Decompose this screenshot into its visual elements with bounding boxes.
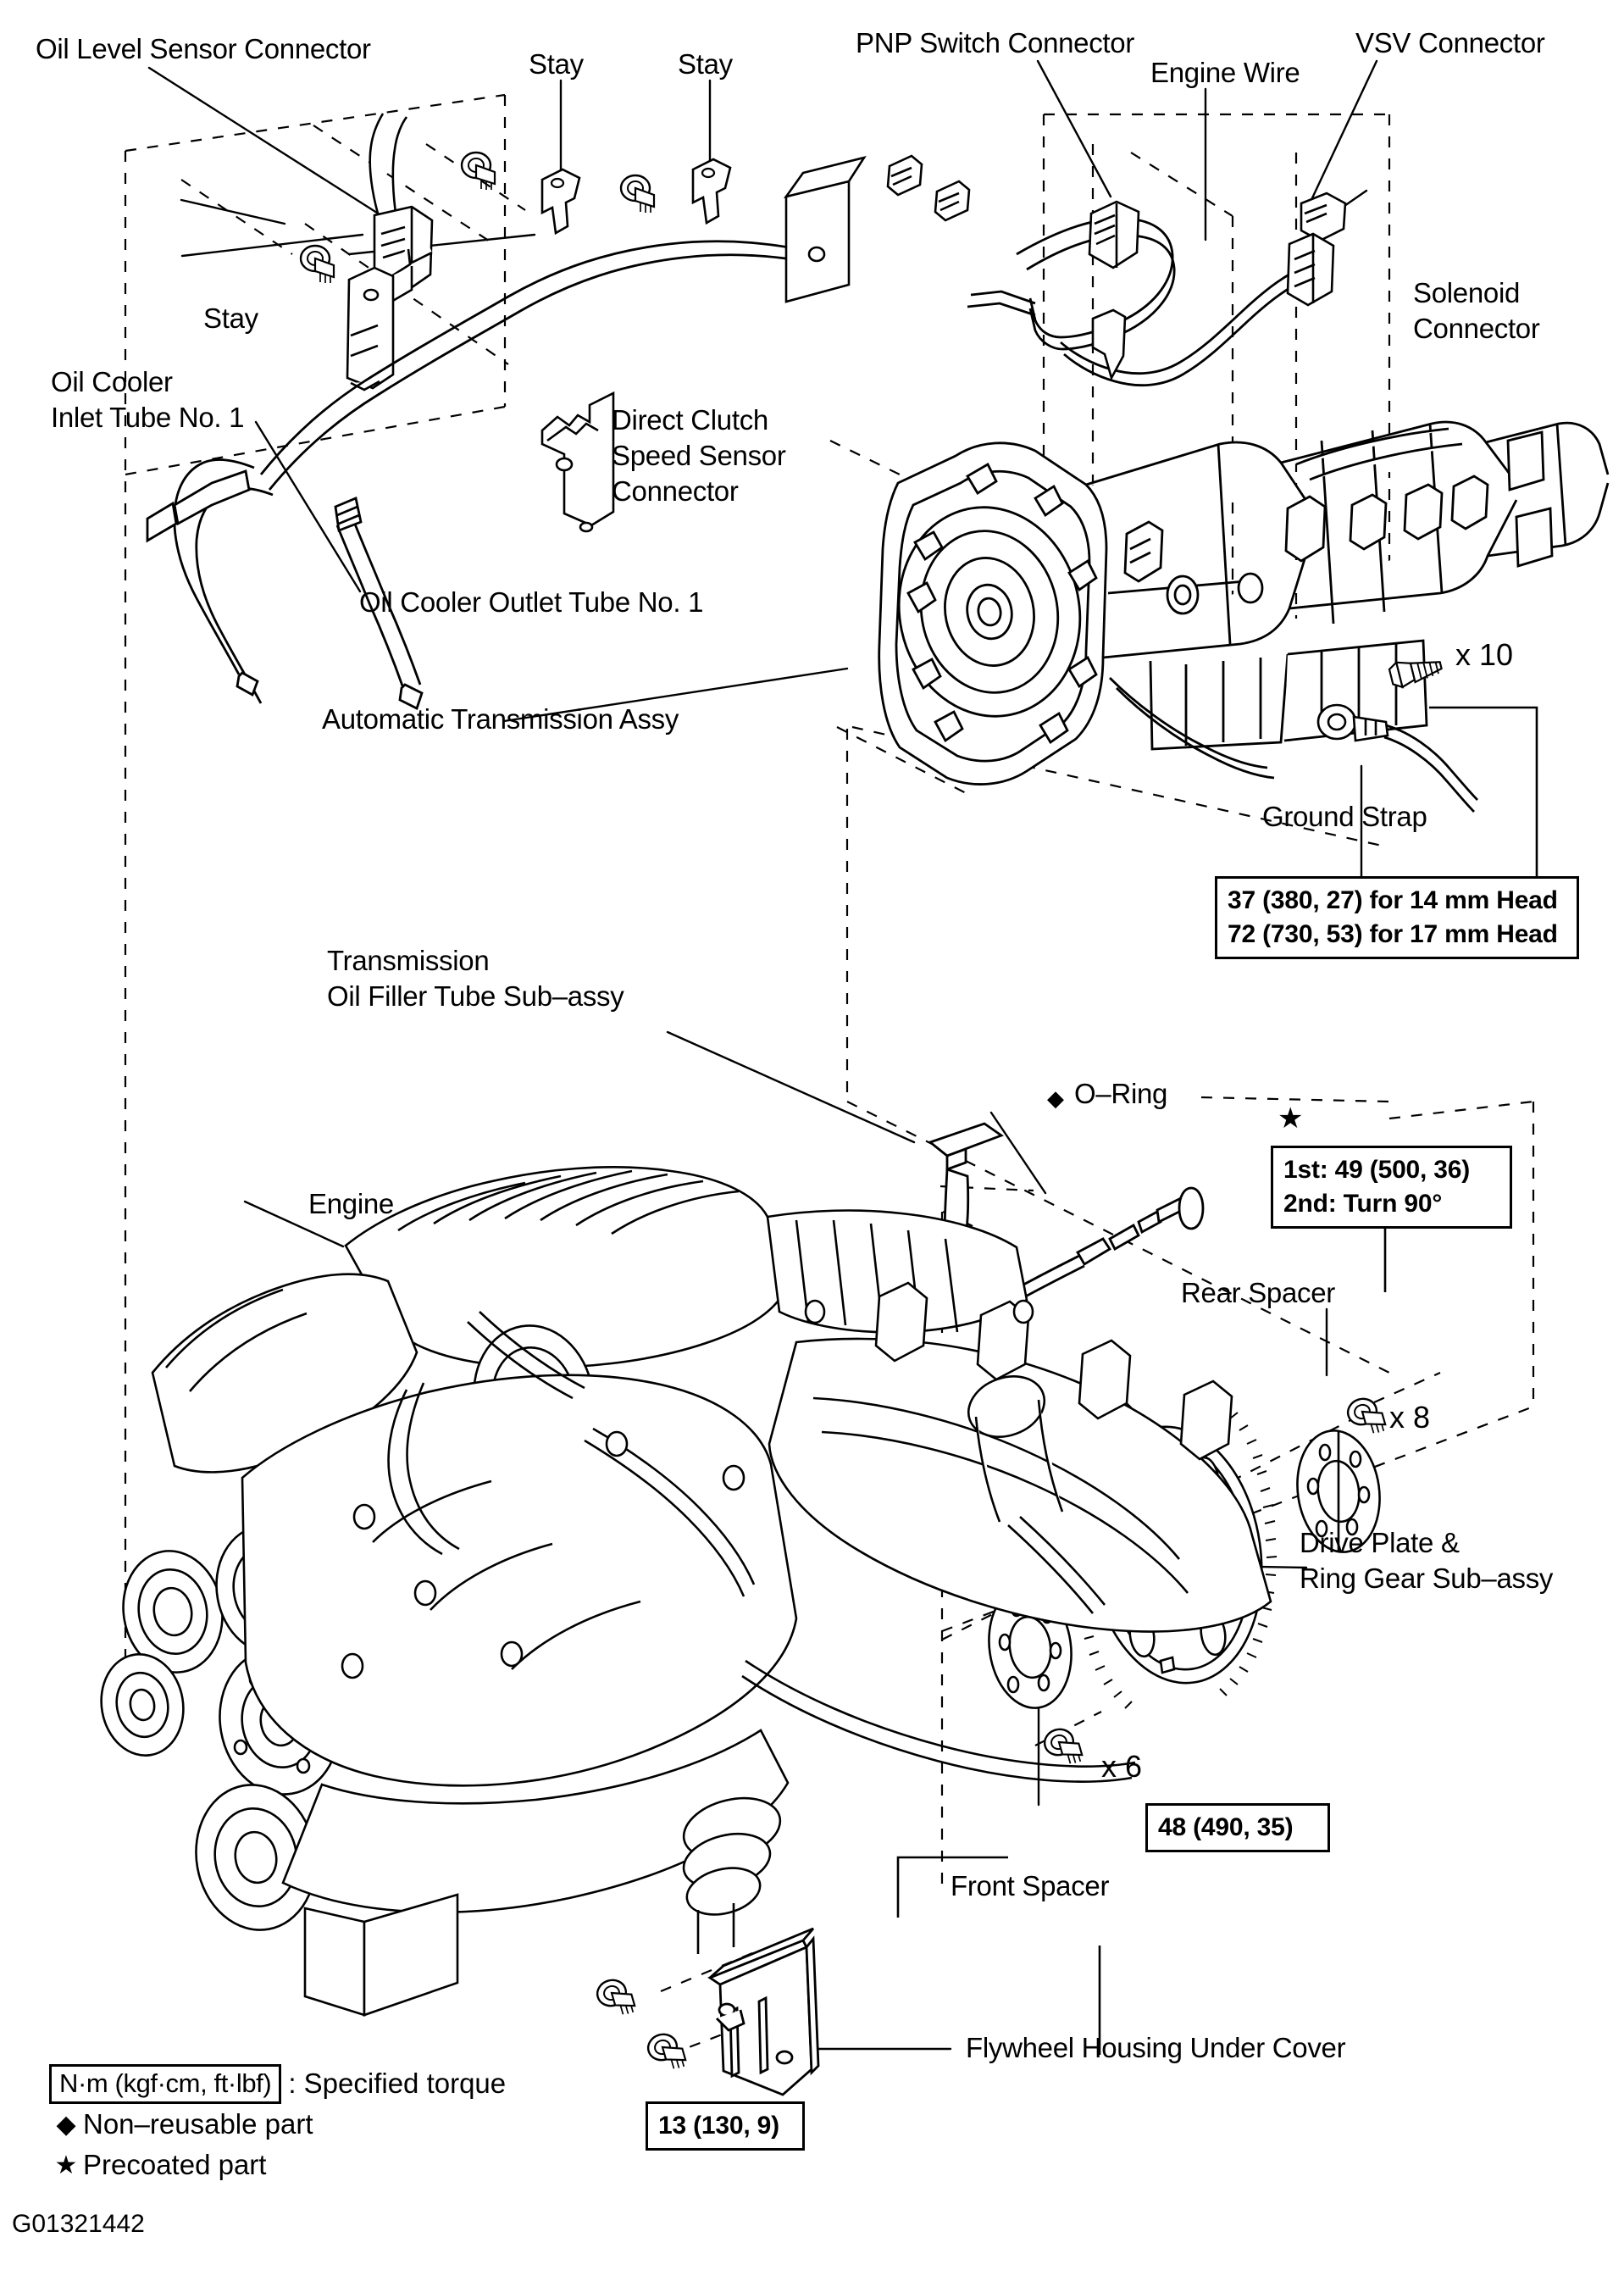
quantity-front-spacer-bolts: x 6 (1101, 1749, 1143, 1784)
label-direct-clutch-speed-sensor-connector: Direct Clutch Speed Sensor Connector (612, 404, 786, 507)
torque-box-rear-spacer: 48 (490, 35) (1145, 1803, 1330, 1852)
star-icon: ★ (54, 2151, 78, 2179)
label-front-spacer: Front Spacer (951, 1870, 1110, 1901)
label-engine: Engine (308, 1188, 394, 1219)
precoated-star-icon: ★ (1278, 1102, 1304, 1135)
legend-row-precoated: ★ Precoated part (49, 2145, 506, 2185)
label-o-ring: O–Ring (1074, 1078, 1168, 1109)
legend-torque-unit-desc: : Specified torque (288, 2068, 507, 2099)
legend-precoated-text: Precoated part (83, 2149, 267, 2180)
label-stay-left-lower: Stay (203, 303, 258, 334)
label-rear-spacer: Rear Spacer (1181, 1277, 1335, 1308)
label-engine-wire: Engine Wire (1150, 57, 1300, 88)
quantity-transmission-bolts: x 10 (1455, 637, 1514, 672)
label-oil-level-sensor-connector: Oil Level Sensor Connector (36, 33, 371, 64)
label-transmission-oil-filler-tube: Transmission Oil Filler Tube Sub–assy (327, 945, 624, 1012)
diagram-image-id: G01321442 (12, 2210, 145, 2238)
label-oil-cooler-inlet-tube: Oil Cooler Inlet Tube No. 1 (51, 366, 245, 433)
legend-row-non-reusable: ◆ Non–reusable part (49, 2104, 506, 2145)
legend-row-torque-unit: N·m (kgf·cm, ft·lbf) : Specified torque (49, 2063, 506, 2104)
torque-box-drive-plate-precoated: 1st: 49 (500, 36) 2nd: Turn 90° (1271, 1146, 1512, 1229)
label-stay-top-right: Stay (678, 48, 733, 80)
label-vsv-connector: VSV Connector (1355, 27, 1545, 58)
torque-box-under-cover: 13 (130, 9) (646, 2101, 805, 2151)
label-pnp-switch-connector: PNP Switch Connector (856, 27, 1135, 58)
legend-non-reusable-text: Non–reusable part (83, 2108, 313, 2140)
quantity-rear-spacer-bolts: x 8 (1389, 1400, 1431, 1435)
non-reusable-diamond-icon: ◆ (1047, 1085, 1064, 1111)
legend-torque-unit-box: N·m (kgf·cm, ft·lbf) (49, 2063, 282, 2104)
label-flywheel-housing-under-cover: Flywheel Housing Under Cover (966, 2032, 1346, 2063)
label-oil-cooler-outlet-tube: Oil Cooler Outlet Tube No. 1 (359, 586, 704, 618)
diamond-icon: ◆ (56, 2110, 76, 2139)
label-drive-plate-ring-gear: Drive Plate & Ring Gear Sub–assy (1300, 1527, 1554, 1594)
torque-box-transmission-bolts: 37 (380, 27) for 14 mm Head 72 (730, 53)… (1215, 876, 1579, 959)
legend: N·m (kgf·cm, ft·lbf) : Specified torque … (49, 2063, 506, 2185)
label-ground-strap: Ground Strap (1262, 801, 1427, 832)
label-stay-top-left: Stay (529, 48, 584, 80)
label-automatic-transmission-assy: Automatic Transmission Assy (322, 703, 679, 735)
label-solenoid-connector: Solenoid Connector (1413, 277, 1540, 344)
